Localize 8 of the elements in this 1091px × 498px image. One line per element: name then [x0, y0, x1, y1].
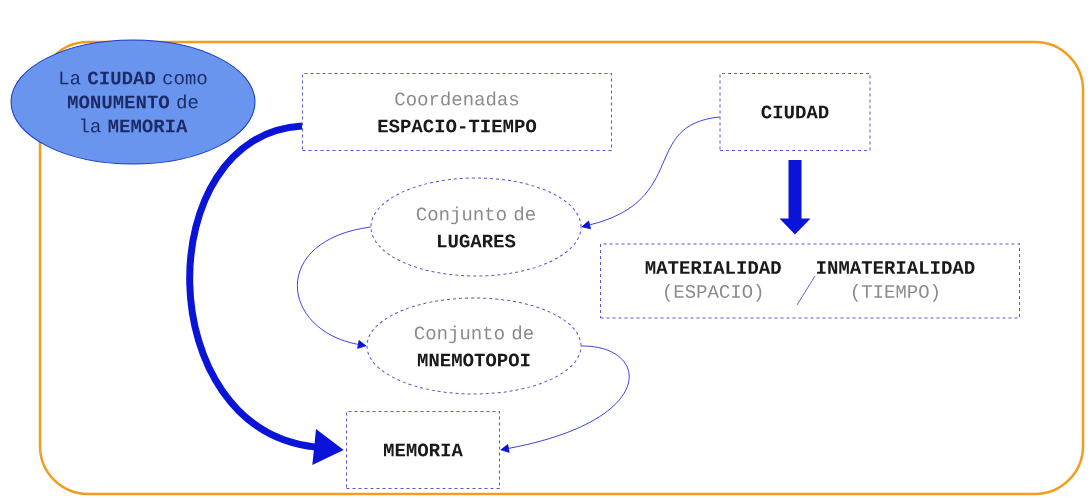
dashed-box: MATERIALIDAD INMATERIALIDAD (ESPACIO) (TIEMPO): [600, 243, 1020, 319]
arrow: [500, 345, 630, 453]
arrow: [581, 116, 720, 230]
dashed-box: Coordenadas ESPACIO-TIEMPO: [302, 73, 612, 151]
oval-heading: La CIUDAD como MONUMENTO de la MEMORIA: [10, 39, 256, 165]
dashed-box: MEMORIA: [346, 411, 500, 489]
dashed-box: CIUDAD: [719, 73, 871, 151]
arrow: [296, 226, 372, 349]
